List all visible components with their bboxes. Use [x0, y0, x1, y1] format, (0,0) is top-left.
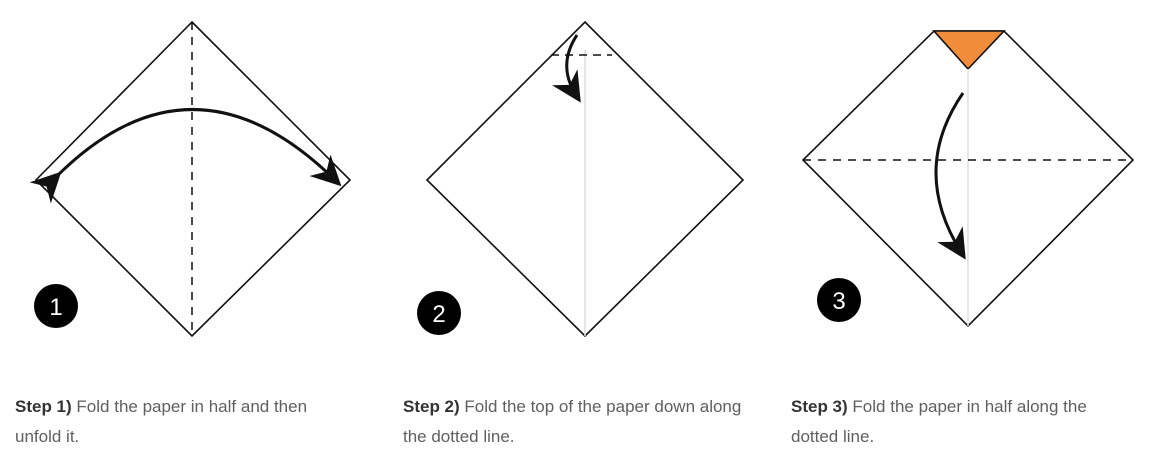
step-number: 3: [832, 288, 845, 315]
step-number: 1: [49, 294, 62, 321]
step-label: Step 3): [791, 397, 848, 416]
paper-square: [34, 20, 352, 338]
step-2-figure: 2: [417, 20, 745, 338]
step-number-badge: [817, 278, 861, 322]
fold-down-arrow: [934, 92, 966, 260]
folded-tip-orange: [932, 30, 1006, 71]
step-number-badge: [34, 284, 78, 328]
fold-over-arrow: [29, 108, 342, 204]
step-3-figure: 3: [801, 30, 1135, 328]
step-label: Step 1): [15, 397, 72, 416]
step-3-caption: Step 3) Fold the paper in half along the…: [791, 392, 1131, 452]
step-label: Step 2): [403, 397, 460, 416]
step-number-badge: [417, 291, 461, 335]
step-text: Fold the paper in half and then unfold i…: [15, 397, 308, 446]
step-text: Fold the top of the paper down along the…: [403, 397, 742, 446]
origami-steps-diagram: 1 2 3: [29, 20, 1135, 338]
step-2-caption: Step 2) Fold the top of the paper down a…: [403, 392, 743, 452]
step-1-figure: 1: [29, 20, 352, 338]
fold-down-arrow: [552, 34, 581, 103]
step-text: Fold the paper in half along the dotted …: [791, 397, 1087, 446]
step-1-caption: Step 1) Fold the paper in half and then …: [15, 392, 355, 452]
step-number: 2: [432, 301, 445, 328]
